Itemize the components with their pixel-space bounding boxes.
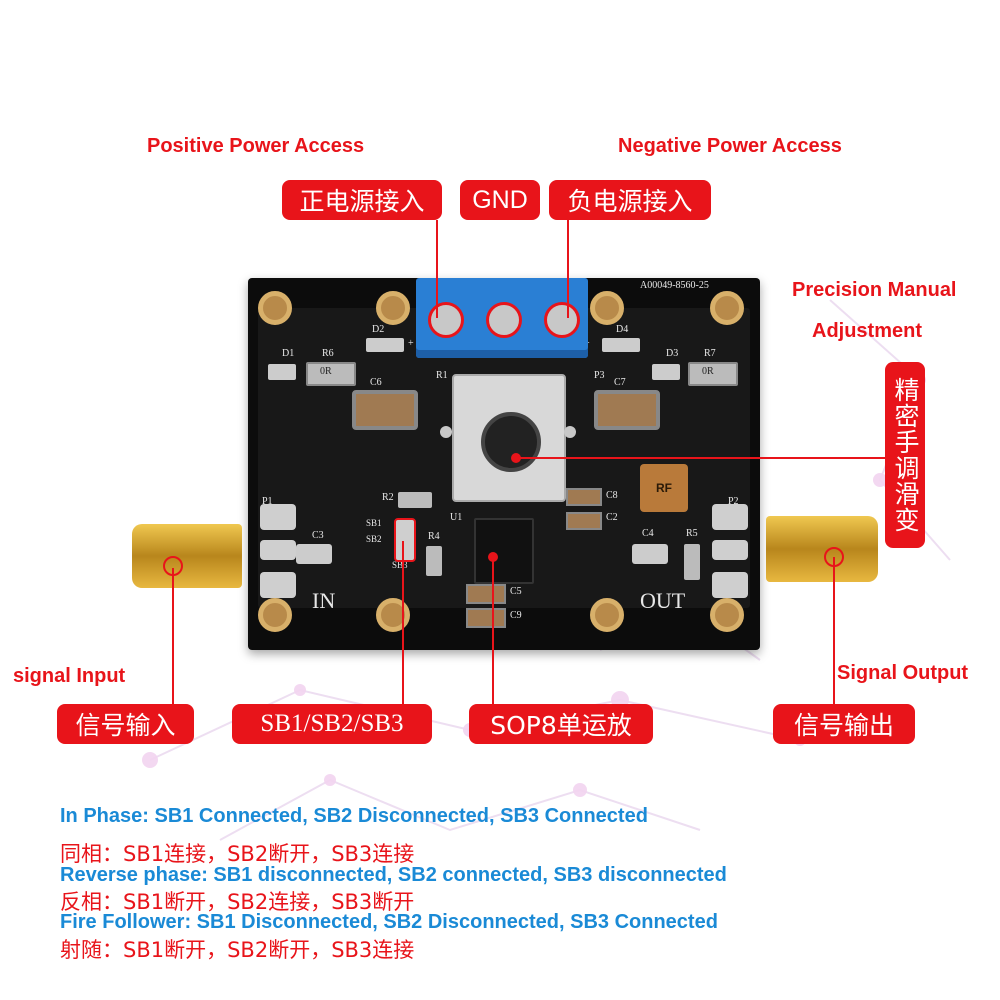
label-c6: C6: [370, 377, 382, 388]
mode-reverse-cn: 反相：SB1断开，SB2连接，SB3断开: [60, 890, 415, 914]
negative-power-en-label: Negative Power Access: [618, 135, 842, 157]
label-u1: U1: [450, 512, 463, 523]
precision-en-label-line1: Precision Manual: [792, 279, 957, 301]
opamp-tag: SOP8单运放: [469, 704, 653, 744]
capacitor-c5: [466, 584, 506, 604]
capacitor-c9: [466, 608, 506, 628]
rf-logo: RF: [640, 464, 688, 512]
sop8-opamp-chip: [474, 518, 534, 584]
mounting-hole: [258, 598, 292, 632]
capacitor-c8: [566, 488, 602, 506]
label-r1: R1: [436, 370, 448, 381]
r7-value: 0R: [702, 366, 714, 377]
label-r5: R5: [686, 528, 698, 539]
label-d2: D2: [372, 324, 385, 335]
sma-output-connector[interactable]: [766, 516, 878, 582]
label-r6: R6: [322, 348, 334, 359]
rf-logo-text: RF: [656, 481, 672, 495]
mode-reverse-en: Reverse phase: SB1 disconnected, SB2 con…: [60, 864, 727, 886]
sma-pad-out-mid: [712, 540, 748, 560]
board-code: A00049-8560-25: [640, 280, 709, 291]
diode-d4: [602, 338, 640, 352]
potentiometer-pin-right: [564, 426, 576, 438]
label-c5: C5: [510, 586, 522, 597]
resistor-r4: [426, 546, 442, 576]
precision-potentiometer[interactable]: [440, 374, 576, 502]
signal-input-tag: 信号输入: [57, 704, 194, 744]
sb-switch-tag: SB1/SB2/SB3: [232, 704, 432, 744]
capacitor-c4: [632, 544, 668, 564]
label-c8: C8: [606, 490, 618, 501]
resistor-r6: 0R: [306, 362, 356, 386]
terminal-screw-negative: [544, 302, 580, 338]
mode-in-phase-cn: 同相：SB1连接，SB2断开，SB3连接: [60, 842, 415, 866]
mounting-hole: [590, 291, 624, 325]
mounting-hole: [710, 291, 744, 325]
label-c9: C9: [510, 610, 522, 621]
diode-d2: [366, 338, 404, 352]
terminal-screw-positive: [428, 302, 464, 338]
mounting-hole: [376, 291, 410, 325]
mounting-hole: [590, 598, 624, 632]
potentiometer-knob[interactable]: [481, 412, 541, 472]
resistor-r2: [398, 492, 432, 508]
resistor-r5: [684, 544, 700, 580]
label-sb3: SB3: [392, 560, 408, 570]
sma-pad-in-mid: [260, 540, 296, 560]
pcb-board: A00049-8560-25 D1 D2 R6 C6 + D4 D3 R7 C7…: [248, 278, 760, 650]
label-sb2: SB2: [366, 534, 382, 544]
signal-output-en-label: Signal Output: [837, 662, 969, 684]
label-d1: D1: [282, 348, 295, 359]
label-r2: R2: [382, 492, 394, 503]
precision-cn-tag: 精密手调滑变: [885, 362, 925, 548]
signal-output-tag: 信号输出: [773, 704, 915, 744]
capacitor-c6: [352, 390, 418, 430]
capacitor-c2: [566, 512, 602, 530]
negative-power-tag: 负电源接入: [549, 180, 711, 220]
mounting-hole: [258, 291, 292, 325]
mounting-hole: [710, 598, 744, 632]
label-c4: C4: [642, 528, 654, 539]
mode-follower-cn: 射随：SB1断开，SB2断开，SB3连接: [60, 938, 415, 962]
sma-input-connector[interactable]: [132, 524, 242, 588]
sma-pad-out-top: [712, 504, 748, 530]
label-out: OUT: [640, 588, 686, 613]
sma-pad-in-bot: [260, 572, 296, 598]
positive-power-tag: 正电源接入: [282, 180, 442, 220]
mode-in-phase-en: In Phase: SB1 Connected, SB2 Disconnecte…: [60, 805, 648, 827]
label-p1: P1: [262, 496, 273, 507]
label-sb1: SB1: [366, 518, 382, 528]
label-c2: C2: [606, 512, 618, 523]
label-r7: R7: [704, 348, 716, 359]
power-terminal-block: [416, 278, 588, 358]
signal-input-en-label: signal Input: [13, 665, 126, 687]
label-c3: C3: [312, 530, 324, 541]
label-p2: P2: [728, 496, 739, 507]
solder-bridge-pads[interactable]: [394, 518, 416, 562]
label-plus-left: +: [408, 338, 414, 349]
label-in: IN: [312, 588, 336, 613]
terminal-screw-gnd: [486, 302, 522, 338]
label-d4: D4: [616, 324, 629, 335]
sma-pad-out-bot: [712, 572, 748, 598]
led-d1: [268, 364, 296, 380]
mode-follower-en: Fire Follower: SB1 Disconnected, SB2 Dis…: [60, 911, 718, 933]
potentiometer-pin-left: [440, 426, 452, 438]
label-d3: D3: [666, 348, 679, 359]
label-p3: P3: [594, 370, 605, 381]
positive-power-en-label: Positive Power Access: [147, 135, 365, 157]
resistor-r7: 0R: [688, 362, 738, 386]
label-c7: C7: [614, 377, 626, 388]
mounting-hole: [376, 598, 410, 632]
precision-en-label-line2: Adjustment: [812, 320, 922, 342]
capacitor-c7: [594, 390, 660, 430]
capacitor-c3: [296, 544, 332, 564]
gnd-tag: GND: [460, 180, 540, 220]
sma-pad-in-top: [260, 504, 296, 530]
label-r4: R4: [428, 531, 440, 542]
led-d3: [652, 364, 680, 380]
r6-value: 0R: [320, 366, 332, 377]
